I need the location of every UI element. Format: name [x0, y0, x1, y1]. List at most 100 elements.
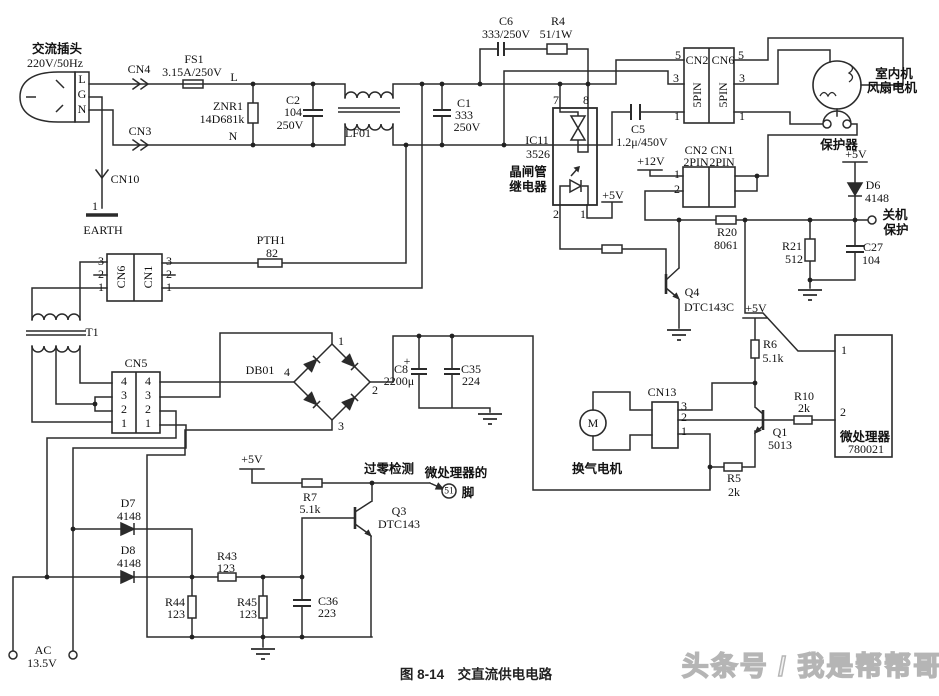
label-cn5-4r: 4: [145, 374, 151, 388]
label-protector: 保护器: [820, 137, 858, 152]
label-micro-2: 780021: [848, 442, 884, 456]
label-d6-5v: +5V: [845, 147, 867, 161]
label-db01-pin2: 2: [372, 383, 378, 397]
label-r7-5v: +5V: [241, 452, 263, 466]
label-cnmid-3r: 3: [166, 254, 172, 268]
label-ic11-pin8: 8: [583, 93, 589, 107]
label-c27: C27: [862, 240, 884, 254]
label-2pin-pin2: 2: [674, 182, 680, 196]
label-db01-pin4: 4: [284, 365, 290, 379]
label-znr1-val: 14D681k: [199, 112, 245, 126]
label-2pin-pin1: 1: [674, 167, 680, 181]
label-r10-val: 2k: [798, 401, 810, 415]
label-r45: R45: [236, 595, 258, 609]
label-q1: Q1: [772, 425, 788, 439]
label-fan-motor-2: 风扇电机: [866, 80, 918, 95]
cn13-box: [651, 401, 679, 449]
label-c8-val: 2200μ: [383, 374, 415, 388]
label-n-rail: N: [228, 129, 238, 143]
label-micro-1: 微处理器: [839, 429, 891, 444]
label-c8-plus: +: [403, 354, 411, 368]
terminal-circles: [8, 215, 877, 660]
pin51-circle: [441, 483, 457, 499]
label-q3-val: DTC143: [378, 517, 420, 531]
label-jiao: 脚: [461, 485, 475, 500]
label-shutdown-1: 关机: [882, 207, 908, 222]
cn4-arrow-icon: [131, 77, 150, 91]
shutdown-terminal: [867, 215, 877, 225]
label-2pin-b: 2PIN: [709, 155, 735, 169]
label-cn1-mid: CN1: [710, 143, 734, 157]
label-pin-l: L: [78, 72, 86, 86]
ac-terminal-left: [8, 650, 18, 660]
label-d6: D6: [865, 178, 881, 192]
label-d6-val: 4148: [865, 191, 889, 205]
label-cn2-pin3l: 3: [673, 71, 679, 85]
label-c1: C1: [456, 96, 472, 110]
label-2pin-a: 2PIN: [683, 155, 709, 169]
label-12v: +12V: [637, 154, 665, 168]
label-cn6-top: CN6: [711, 53, 735, 67]
ground-symbols: [86, 213, 822, 660]
label-db01: DB01: [245, 363, 275, 377]
protector-symbol: [822, 110, 852, 129]
label-ic11-cn2: 继电器: [509, 179, 547, 194]
vent-motor-symbol: [579, 409, 607, 437]
label-ac-plug-sub: 220V/50Hz: [27, 56, 83, 70]
wires: [12, 37, 904, 652]
label-r10: R10: [793, 389, 815, 403]
label-cn2-5pin: 5PIN: [690, 82, 704, 108]
junction-dots: [44, 81, 858, 640]
label-cn13-pin2: 2: [681, 410, 687, 424]
label-shutdown-2: 保护: [883, 222, 909, 237]
capacitor-symbols: [293, 42, 864, 607]
label-q1-val: 5013: [768, 438, 792, 452]
label-cnmid-1r: 1: [166, 280, 172, 294]
label-cn5-3l: 3: [121, 388, 127, 402]
diode-symbols: [120, 182, 864, 585]
diode-d7: [120, 521, 136, 537]
label-cnmid-1l: 1: [98, 280, 104, 294]
diode-d6: [846, 182, 864, 197]
label-zero-cross: 过零检测: [363, 461, 415, 476]
label-c36-val: 223: [318, 606, 336, 620]
fuse-fs1: [182, 79, 204, 89]
microprocessor-box: [834, 334, 893, 458]
label-pth1-val: 82: [266, 246, 278, 260]
label-micro-ref: 微处理器的: [424, 465, 488, 480]
transistor-symbols: [353, 274, 765, 538]
label-r20: R20: [716, 225, 738, 239]
label-cn13-pin3: 3: [681, 399, 687, 413]
label-r6-5v: +5V: [745, 301, 767, 315]
label-ac-out: AC: [34, 643, 52, 657]
label-r43-val: 123: [217, 561, 235, 575]
lf01-line-filter: [338, 91, 400, 131]
label-r21: R21: [781, 239, 803, 253]
label-c5-val: 1.2μ/450V: [616, 135, 668, 149]
label-ic11-pin7: 7: [553, 93, 559, 107]
label-cn5-4l: 4: [121, 374, 127, 388]
diode-d8: [120, 569, 136, 585]
label-q3: Q3: [391, 504, 407, 518]
label-cn13: CN13: [647, 385, 677, 399]
label-cn5-3r: 3: [145, 388, 151, 402]
label-ic11-pin1: 1: [580, 207, 586, 221]
label-r7-val: 5.1k: [299, 502, 321, 516]
label-l-rail: L: [230, 70, 238, 84]
label-cn6-pin5r: 5: [738, 48, 744, 62]
label-ic11-pin2: 2: [553, 207, 559, 221]
label-lf01: LF01: [344, 126, 372, 140]
label-cnmid-2l: 2: [98, 267, 104, 281]
label-db01-pin1: 1: [338, 334, 344, 348]
label-c5: C5: [630, 122, 646, 136]
cn10-arrow-icon: [94, 168, 110, 180]
label-t1: T1: [85, 325, 99, 339]
fan-motor-symbol: [812, 60, 862, 110]
label-cn6-mid: CN6: [114, 265, 128, 289]
label-cnmid-2r: 2: [166, 267, 172, 281]
connector-boxes: [106, 47, 893, 458]
label-cn2-pin1l: 1: [674, 109, 680, 123]
ic11-ssr-symbol: [552, 107, 598, 206]
label-cn5-1r: 1: [145, 416, 151, 430]
label-fs1-val: 3.15A/250V: [162, 65, 222, 79]
